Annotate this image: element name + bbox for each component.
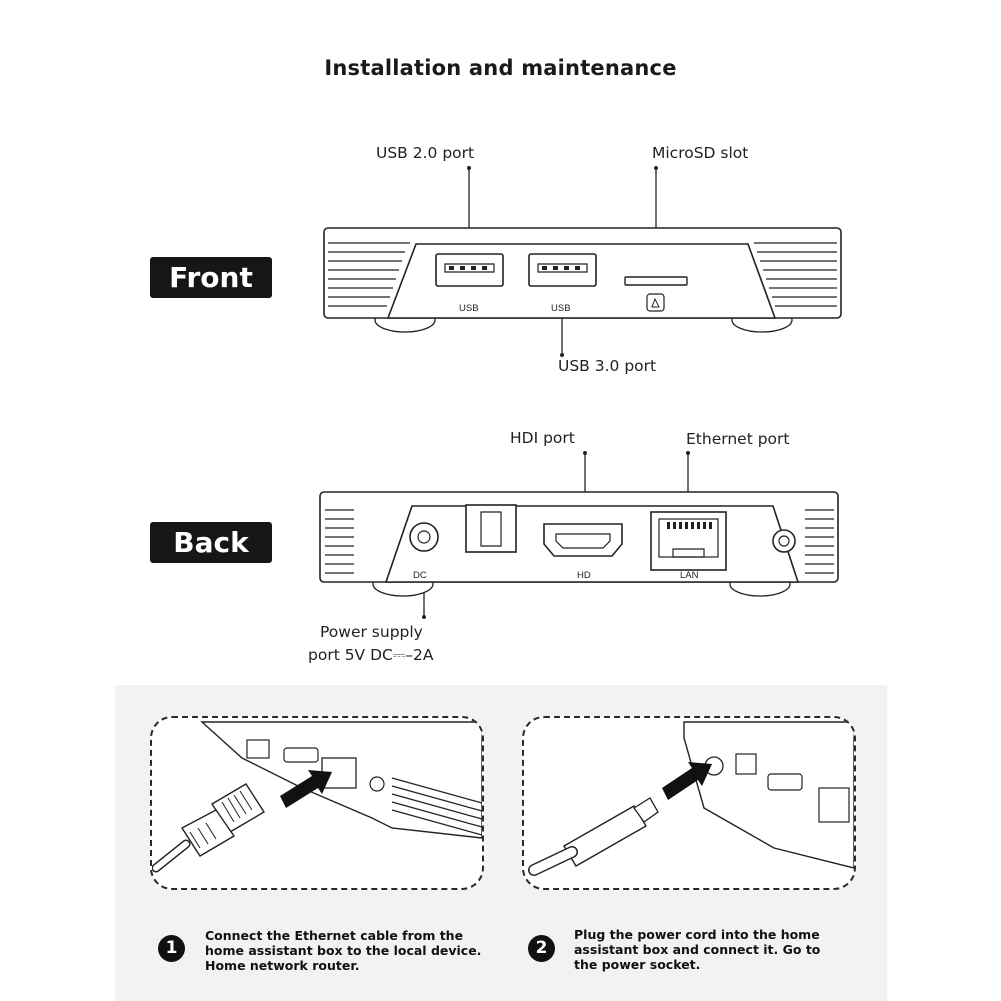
usb-small-label-1: USB — [459, 303, 479, 314]
microsd-slot-label: MicroSD slot — [652, 144, 749, 162]
usb-small-label-2: USB — [551, 303, 571, 314]
usb2-port-label: USB 2.0 port — [376, 144, 475, 162]
ethernet-port-label: Ethernet port — [686, 430, 790, 448]
dc-small-label: DC — [413, 570, 427, 581]
step-1-number: 1 — [158, 935, 185, 962]
ethernet-plug-illustration — [152, 721, 482, 873]
step-2-illustration — [522, 716, 856, 890]
hd-small-label: HD — [577, 570, 591, 581]
lan-small-label: LAN — [680, 570, 699, 581]
power-supply-label-line1: Power supply — [320, 623, 423, 641]
power-plug-illustration — [528, 721, 854, 876]
power-supply-label-line2: port 5V DC⎓–2A — [308, 646, 434, 664]
usb3-port-label: USB 3.0 port — [558, 357, 657, 375]
step-1-text: Connect the Ethernet cable from the home… — [205, 928, 482, 973]
step-2-number: 2 — [528, 935, 555, 962]
step-2-text: Plug the power cord into the home assist… — [574, 927, 821, 972]
hdmi-port-label: HDI port — [510, 429, 575, 447]
page-title: Installation and maintenance — [324, 56, 677, 80]
back-tag: Back — [150, 522, 272, 563]
step-1-illustration — [150, 716, 484, 890]
front-tag: Front — [150, 257, 272, 298]
